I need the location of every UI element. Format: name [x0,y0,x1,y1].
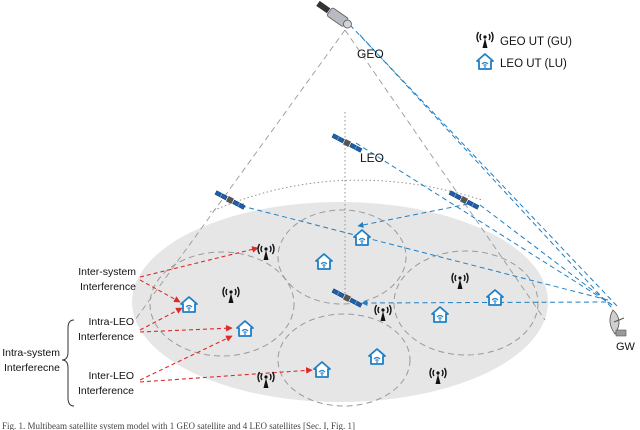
legend-geo-ut-label: GEO UT (GU) [500,36,572,48]
geo-satellite-icon [316,0,352,29]
inter-leo-label-2: Interference [78,385,134,397]
gw-label: GW [616,341,636,353]
geo-label: GEO [357,47,384,61]
beam-north [277,209,407,305]
service-links [237,203,609,306]
beam-circles [149,209,539,407]
intra-leo-label-2: Interference [78,331,134,343]
intra-system-label-1: Intra-system [2,347,60,359]
leo-label: LEO [360,151,384,165]
beam-east [393,250,539,356]
intra-system-brace [61,319,75,407]
inter-leo-label-1: Inter-LEO [88,370,134,382]
leo-satellite-icon-top [331,132,363,154]
legend-leo-ut-label: LEO UT (LU) [500,58,567,70]
gateway-dish-icon [609,309,627,337]
inter-system-label-1: Inter-system [78,266,136,278]
beam-west [149,251,295,357]
intra-leo-label-1: Intra-LEO [88,316,134,328]
figure-caption: Fig. 1. Multibeam satellite system model… [2,421,355,430]
interference-arrows [139,246,313,383]
legend-leo-ut-icon [476,53,494,70]
leo-orbit [209,179,483,213]
leo-satellite-icon-right [448,189,480,211]
inter-system-label-2: Interference [80,281,136,293]
intra-system-label-2: Interferecne [4,362,60,374]
geo-coverage-cone [134,29,546,321]
beam-south [277,313,411,407]
legend-geo-ut-icon [476,31,494,49]
feeder-links [349,24,619,309]
